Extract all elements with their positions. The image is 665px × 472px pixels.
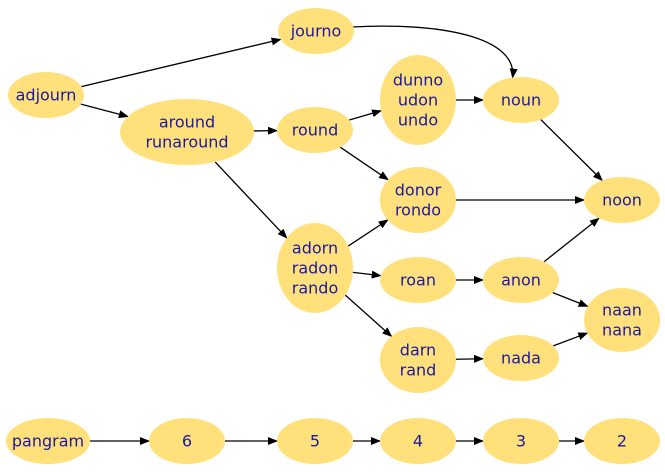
edge-adorn-radon-rando-to-darn-rand [344,294,393,338]
node-ellipse [120,99,254,165]
node-label: round [292,121,338,140]
node-three: 3 [483,418,559,464]
node-ellipse [584,177,660,223]
edge-nada-to-naan-nana [553,332,589,347]
node-five: 5 [277,418,353,464]
node-label: radon [292,259,338,278]
node-adjourn: adjourn [8,72,84,118]
edge-anon-to-noon [543,217,600,263]
node-ellipse [380,257,456,303]
node-ellipse [380,55,456,145]
node-label: rand [400,361,437,380]
edge-round-to-donor-rondo [339,146,389,181]
edge-noun-to-noon [540,119,603,182]
node-anon: anon [483,257,559,303]
node-label: noun [501,91,541,110]
node-two: 2 [584,418,660,464]
node-ellipse [584,288,660,352]
node-ellipse [483,335,559,381]
node-round: round [277,107,353,153]
node-label: adorn [292,239,338,258]
node-label: 4 [413,432,423,451]
node-ellipse [278,8,354,54]
edge-adjourn-to-around-runaround [80,103,129,119]
node-ellipse [277,223,353,313]
node-ellipse [8,72,84,118]
node-label: darn [400,341,436,360]
node-label: nada [501,349,541,368]
node-label: 5 [310,432,320,451]
node-ellipse [380,327,456,393]
node-label: journo [290,22,342,41]
node-nada: nada [483,335,559,381]
node-ellipse [483,77,559,123]
node-four: 4 [380,418,456,464]
edges-layer [80,25,603,445]
node-label: udon [398,91,438,110]
node-label: anon [501,271,541,290]
node-label: 3 [516,432,526,451]
node-ellipse [483,418,559,464]
edge-adorn-radon-rando-to-roan [352,270,382,279]
node-label: nana [602,321,642,340]
node-ellipse [277,107,353,153]
node-label: naan [602,301,642,320]
node-label: dunno [393,71,443,90]
node-pangram: pangram [6,418,90,464]
node-ellipse [483,257,559,303]
node-label: adjourn [16,86,77,105]
node-journo: journo [278,8,354,54]
edge-anon-to-naan-nana [552,291,589,307]
node-label: around [159,113,215,132]
node-roan: roan [380,257,456,303]
node-label: rando [292,279,338,298]
node-label: roan [400,271,436,290]
edge-adjourn-to-journo [81,37,282,88]
node-label: noon [602,191,642,210]
node-ellipse [380,167,456,233]
node-noun: noun [483,77,559,123]
node-label: rondo [395,201,441,220]
node-label: donor [395,181,442,200]
node-ellipse [380,418,456,464]
edge-journo-to-noun [351,25,518,79]
edge-round-to-dunno-udon-undo [349,109,383,121]
node-noon: noon [584,177,660,223]
node-ellipse [6,418,90,464]
node-ellipse [149,418,225,464]
node-six: 6 [149,418,225,464]
node-label: 2 [617,432,627,451]
node-label: undo [398,111,438,130]
edge-adorn-radon-rando-to-donor-rondo [347,219,389,247]
node-label: 6 [182,432,192,451]
edge-around-runaround-to-adorn-radon-rando [214,161,288,239]
node-label: runaround [145,133,228,152]
node-ellipse [277,418,353,464]
edge-darn-rand-to-nada [455,354,485,363]
node-label: pangram [12,432,84,451]
node-ellipse [584,418,660,464]
